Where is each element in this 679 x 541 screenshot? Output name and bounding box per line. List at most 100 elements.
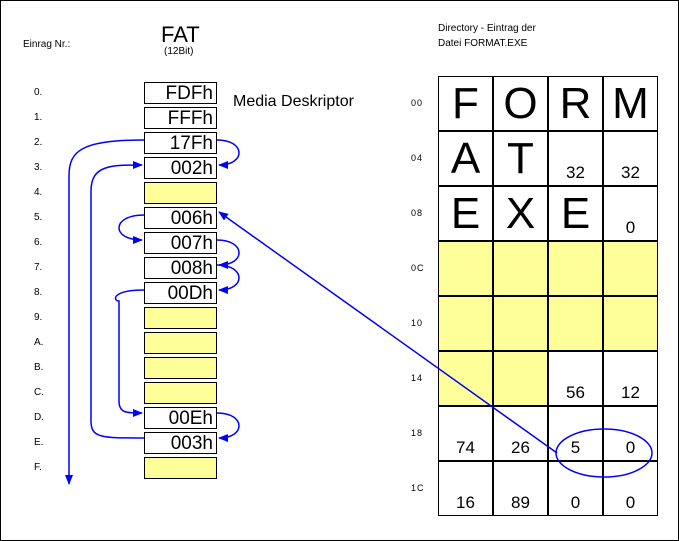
fat-cell: FDFh bbox=[144, 82, 217, 104]
directory-offset: 14 bbox=[411, 373, 424, 383]
directory-cell: R bbox=[548, 76, 603, 131]
chain-6-to-7 bbox=[216, 239, 240, 269]
directory-title-line1: Directory - Eintrag der bbox=[438, 23, 536, 34]
directory-cell: A bbox=[438, 131, 493, 186]
directory-cell: 0 bbox=[603, 186, 658, 241]
fat-row-index: 6. bbox=[34, 237, 43, 248]
fat-cell bbox=[144, 357, 217, 379]
fat-title: FAT bbox=[161, 22, 200, 47]
chain-7-to-8 bbox=[216, 264, 240, 294]
directory-cell bbox=[548, 241, 603, 296]
fat-row-index: F. bbox=[34, 462, 42, 473]
directory-offset: 18 bbox=[411, 428, 424, 438]
fat-cell bbox=[144, 382, 217, 404]
directory-cell: 26 bbox=[493, 406, 548, 461]
entry-number-label: Einrag Nr.: bbox=[23, 39, 71, 50]
directory-cell bbox=[438, 351, 493, 406]
chain-5-to-6 bbox=[118, 214, 145, 244]
fat-row-index: 3. bbox=[34, 162, 43, 173]
directory-cell: M bbox=[603, 76, 658, 131]
directory-cell bbox=[493, 351, 548, 406]
directory-cell bbox=[493, 241, 548, 296]
directory-byte: 56 bbox=[566, 383, 585, 402]
start-cluster-arrow bbox=[218, 211, 558, 454]
directory-byte: 5 bbox=[570, 438, 581, 457]
directory-cell: T bbox=[493, 131, 548, 186]
chain-2-to-3 bbox=[216, 139, 240, 169]
media-descriptor-label: Media Deskriptor bbox=[233, 93, 354, 110]
directory-cell: 0 bbox=[603, 461, 658, 516]
directory-offset: 10 bbox=[411, 318, 424, 328]
chain-14-to-3 bbox=[90, 161, 145, 439]
fat-row-index: 8. bbox=[34, 287, 43, 298]
fat-row-index: B. bbox=[34, 362, 44, 373]
fat-row-index: C. bbox=[34, 387, 44, 398]
directory-letter: E bbox=[560, 189, 591, 238]
directory-byte: 16 bbox=[456, 493, 475, 512]
fat-row-index: 0. bbox=[34, 87, 43, 98]
fat-row-index: 5. bbox=[34, 212, 43, 223]
directory-cell: 12 bbox=[603, 351, 658, 406]
start-cluster-highlight bbox=[555, 428, 653, 478]
directory-byte: 0 bbox=[625, 493, 636, 512]
directory-cell: X bbox=[493, 186, 548, 241]
fat-cell: 003h bbox=[144, 432, 217, 454]
directory-byte: 0 bbox=[625, 438, 636, 457]
fat-row-index: 1. bbox=[34, 112, 43, 123]
directory-cell: 32 bbox=[603, 131, 658, 186]
fat-cell: 007h bbox=[144, 232, 217, 254]
directory-cell bbox=[603, 241, 658, 296]
directory-cell: 74 bbox=[438, 406, 493, 461]
directory-cell: F bbox=[438, 76, 493, 131]
directory-cell: 32 bbox=[548, 131, 603, 186]
fat-cell bbox=[144, 182, 217, 204]
directory-cell: 89 bbox=[493, 461, 548, 516]
directory-cell bbox=[438, 241, 493, 296]
fat-cell: 002h bbox=[144, 157, 217, 179]
chain-3-to-17F bbox=[65, 139, 145, 485]
fat-cell: 008h bbox=[144, 257, 217, 279]
directory-offset: 00 bbox=[411, 98, 424, 108]
directory-title-line2: Datei FORMAT.EXE bbox=[438, 38, 528, 49]
directory-letter: A bbox=[450, 134, 481, 183]
fat-cell bbox=[144, 332, 217, 354]
directory-letter: X bbox=[505, 189, 536, 238]
directory-byte: 32 bbox=[566, 163, 585, 182]
directory-cell: E bbox=[548, 186, 603, 241]
directory-letter: R bbox=[559, 79, 592, 128]
directory-byte: 89 bbox=[511, 493, 530, 512]
fat-row-index: D. bbox=[34, 412, 44, 423]
directory-byte: 12 bbox=[621, 383, 640, 402]
fat-row-index: E. bbox=[34, 437, 44, 448]
directory-cell: 0 bbox=[548, 461, 603, 516]
directory-cell bbox=[438, 296, 493, 351]
fat-cell: 17Fh bbox=[144, 132, 217, 154]
directory-offset: 1C bbox=[411, 483, 425, 493]
directory-letter: E bbox=[450, 189, 481, 238]
directory-letter: M bbox=[612, 79, 649, 128]
fat-cell bbox=[144, 457, 217, 479]
fat-cell: 00Eh bbox=[144, 407, 217, 429]
directory-byte: 32 bbox=[621, 163, 640, 182]
directory-letter: O bbox=[503, 79, 538, 128]
directory-cell bbox=[548, 296, 603, 351]
fat-row-index: 7. bbox=[34, 262, 43, 273]
directory-offset: 08 bbox=[411, 208, 424, 218]
fat-cell: 006h bbox=[144, 207, 217, 229]
directory-byte: 26 bbox=[511, 438, 530, 457]
directory-byte: 74 bbox=[456, 438, 475, 457]
directory-cell: O bbox=[493, 76, 548, 131]
fat-subtitle: (12Bit) bbox=[164, 46, 194, 57]
directory-offset: 04 bbox=[411, 153, 424, 163]
directory-letter: F bbox=[452, 79, 479, 128]
fat-row-index: 2. bbox=[34, 137, 43, 148]
chain-13-to-14 bbox=[216, 412, 240, 442]
fat-cell: 00Dh bbox=[144, 282, 217, 304]
directory-byte: 0 bbox=[625, 218, 636, 237]
fat-row-index: 9. bbox=[34, 312, 43, 323]
directory-cell: 16 bbox=[438, 461, 493, 516]
directory-offset: 0C bbox=[411, 263, 425, 273]
directory-cell: 56 bbox=[548, 351, 603, 406]
